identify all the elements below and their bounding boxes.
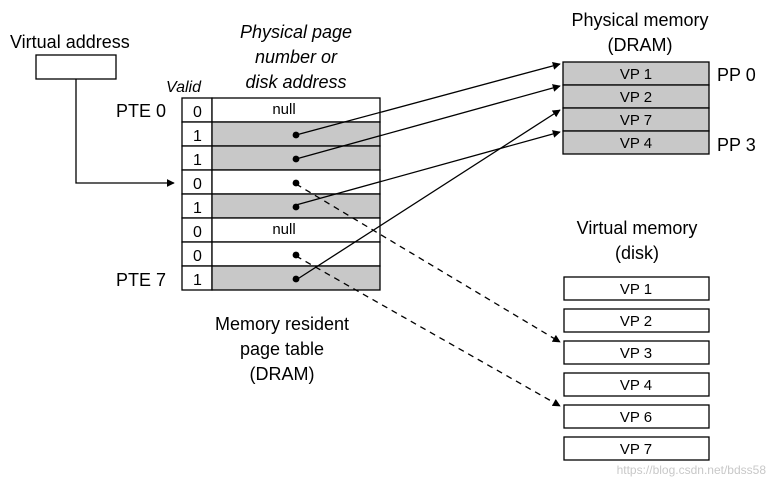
virt-mem-title-1: Virtual memory bbox=[577, 218, 698, 238]
pte-valid-bit: 0 bbox=[193, 248, 202, 265]
physical-page-label: VP 7 bbox=[620, 112, 652, 129]
pt-caption-line-1: Memory resident bbox=[215, 314, 349, 334]
pte-row: 1 bbox=[181, 265, 381, 291]
physical-page-label: VP 1 bbox=[620, 66, 652, 83]
pte-row: 1 bbox=[181, 193, 381, 219]
mapping-arrows bbox=[295, 62, 561, 407]
phys-mem-title-2: (DRAM) bbox=[608, 35, 673, 55]
pte-address-cell bbox=[211, 217, 381, 243]
pt-header-line-3: disk address bbox=[245, 72, 346, 92]
pte-valid-bit: 1 bbox=[193, 128, 202, 145]
pte-row: 1 bbox=[181, 145, 381, 171]
pte-0-label: PTE 0 bbox=[116, 101, 166, 121]
disk-page-label: VP 1 bbox=[620, 281, 652, 298]
physical-memory: VP 1 VP 2 VP 7 VP 4 bbox=[562, 61, 710, 155]
pte-7-label: PTE 7 bbox=[116, 270, 166, 290]
pte-valid-bit: 1 bbox=[193, 200, 202, 217]
pte-valid-cell bbox=[181, 193, 213, 219]
phys-mem-title-1: Physical memory bbox=[571, 10, 708, 30]
pte-valid-cell bbox=[181, 265, 213, 291]
virtual-memory: VP 1 VP 2 VP 3 VP 4 VP 6 VP 7 bbox=[563, 276, 710, 461]
disk-page-cell bbox=[563, 276, 710, 301]
pte-valid-bit: 0 bbox=[193, 176, 202, 193]
pte-row: 1 bbox=[181, 121, 381, 147]
watermark: https://blog.csdn.net/bdss58 bbox=[617, 463, 767, 477]
pt-valid-header: Valid bbox=[166, 79, 202, 96]
pte-pointer-dot bbox=[292, 203, 300, 211]
disk-page-cell bbox=[563, 436, 710, 461]
pt-header-line-2: number or bbox=[255, 47, 338, 67]
pp-0-label: PP 0 bbox=[717, 65, 756, 85]
page-table: 0 null 1 1 0 1 0 null 0 1 bbox=[181, 97, 381, 291]
pte-valid-bit: 0 bbox=[193, 104, 202, 121]
pt-caption-line-3: (DRAM) bbox=[250, 364, 315, 384]
arrow-pte3-to-disk-vp3 bbox=[295, 183, 561, 343]
disk-page-label: VP 6 bbox=[620, 409, 652, 426]
pte-valid-bit: 1 bbox=[193, 152, 202, 169]
disk-page-cell bbox=[563, 308, 710, 333]
arrow-pte6-to-disk-vp6 bbox=[295, 255, 561, 407]
physical-page-label: VP 2 bbox=[620, 89, 652, 106]
pte-valid-bit: 1 bbox=[193, 272, 202, 289]
physical-page-cell bbox=[562, 130, 710, 155]
disk-page-label: VP 3 bbox=[620, 345, 652, 362]
virt-mem-title-2: (disk) bbox=[615, 243, 659, 263]
disk-page-label: VP 7 bbox=[620, 441, 652, 458]
pte-valid-bit: 0 bbox=[193, 224, 202, 241]
arrow-pte4-to-pp3 bbox=[295, 130, 561, 206]
disk-page-label: VP 4 bbox=[620, 377, 652, 394]
virtual-address-label: Virtual address bbox=[10, 32, 130, 52]
physical-page-label: VP 4 bbox=[620, 135, 652, 152]
pte-valid-cell bbox=[181, 241, 213, 267]
pt-caption-line-2: page table bbox=[240, 339, 324, 359]
virtual-address-arrow bbox=[75, 79, 175, 187]
arrow-pte2-to-pp1 bbox=[295, 84, 561, 160]
pte-address-cell bbox=[211, 97, 381, 123]
arrow-pte7-to-pp2 bbox=[295, 109, 561, 281]
disk-page-cell bbox=[563, 340, 710, 365]
pte-row: 0 null bbox=[181, 97, 381, 123]
pp-3-label: PP 3 bbox=[717, 135, 756, 155]
pte-valid-cell bbox=[181, 169, 213, 195]
pte-pointer-dot bbox=[292, 275, 300, 283]
pte-null-text: null bbox=[272, 221, 295, 238]
disk-page-cell bbox=[563, 404, 710, 429]
disk-page-label: VP 2 bbox=[620, 313, 652, 330]
pte-row: 0 bbox=[181, 241, 381, 267]
pte-null-text: null bbox=[272, 101, 295, 118]
pte-row: 0 null bbox=[181, 217, 381, 243]
virtual-address-box bbox=[35, 54, 117, 80]
disk-page-cell bbox=[563, 372, 710, 397]
arrow-pte1-to-pp0 bbox=[295, 62, 561, 136]
pt-header-line-1: Physical page bbox=[240, 22, 352, 42]
